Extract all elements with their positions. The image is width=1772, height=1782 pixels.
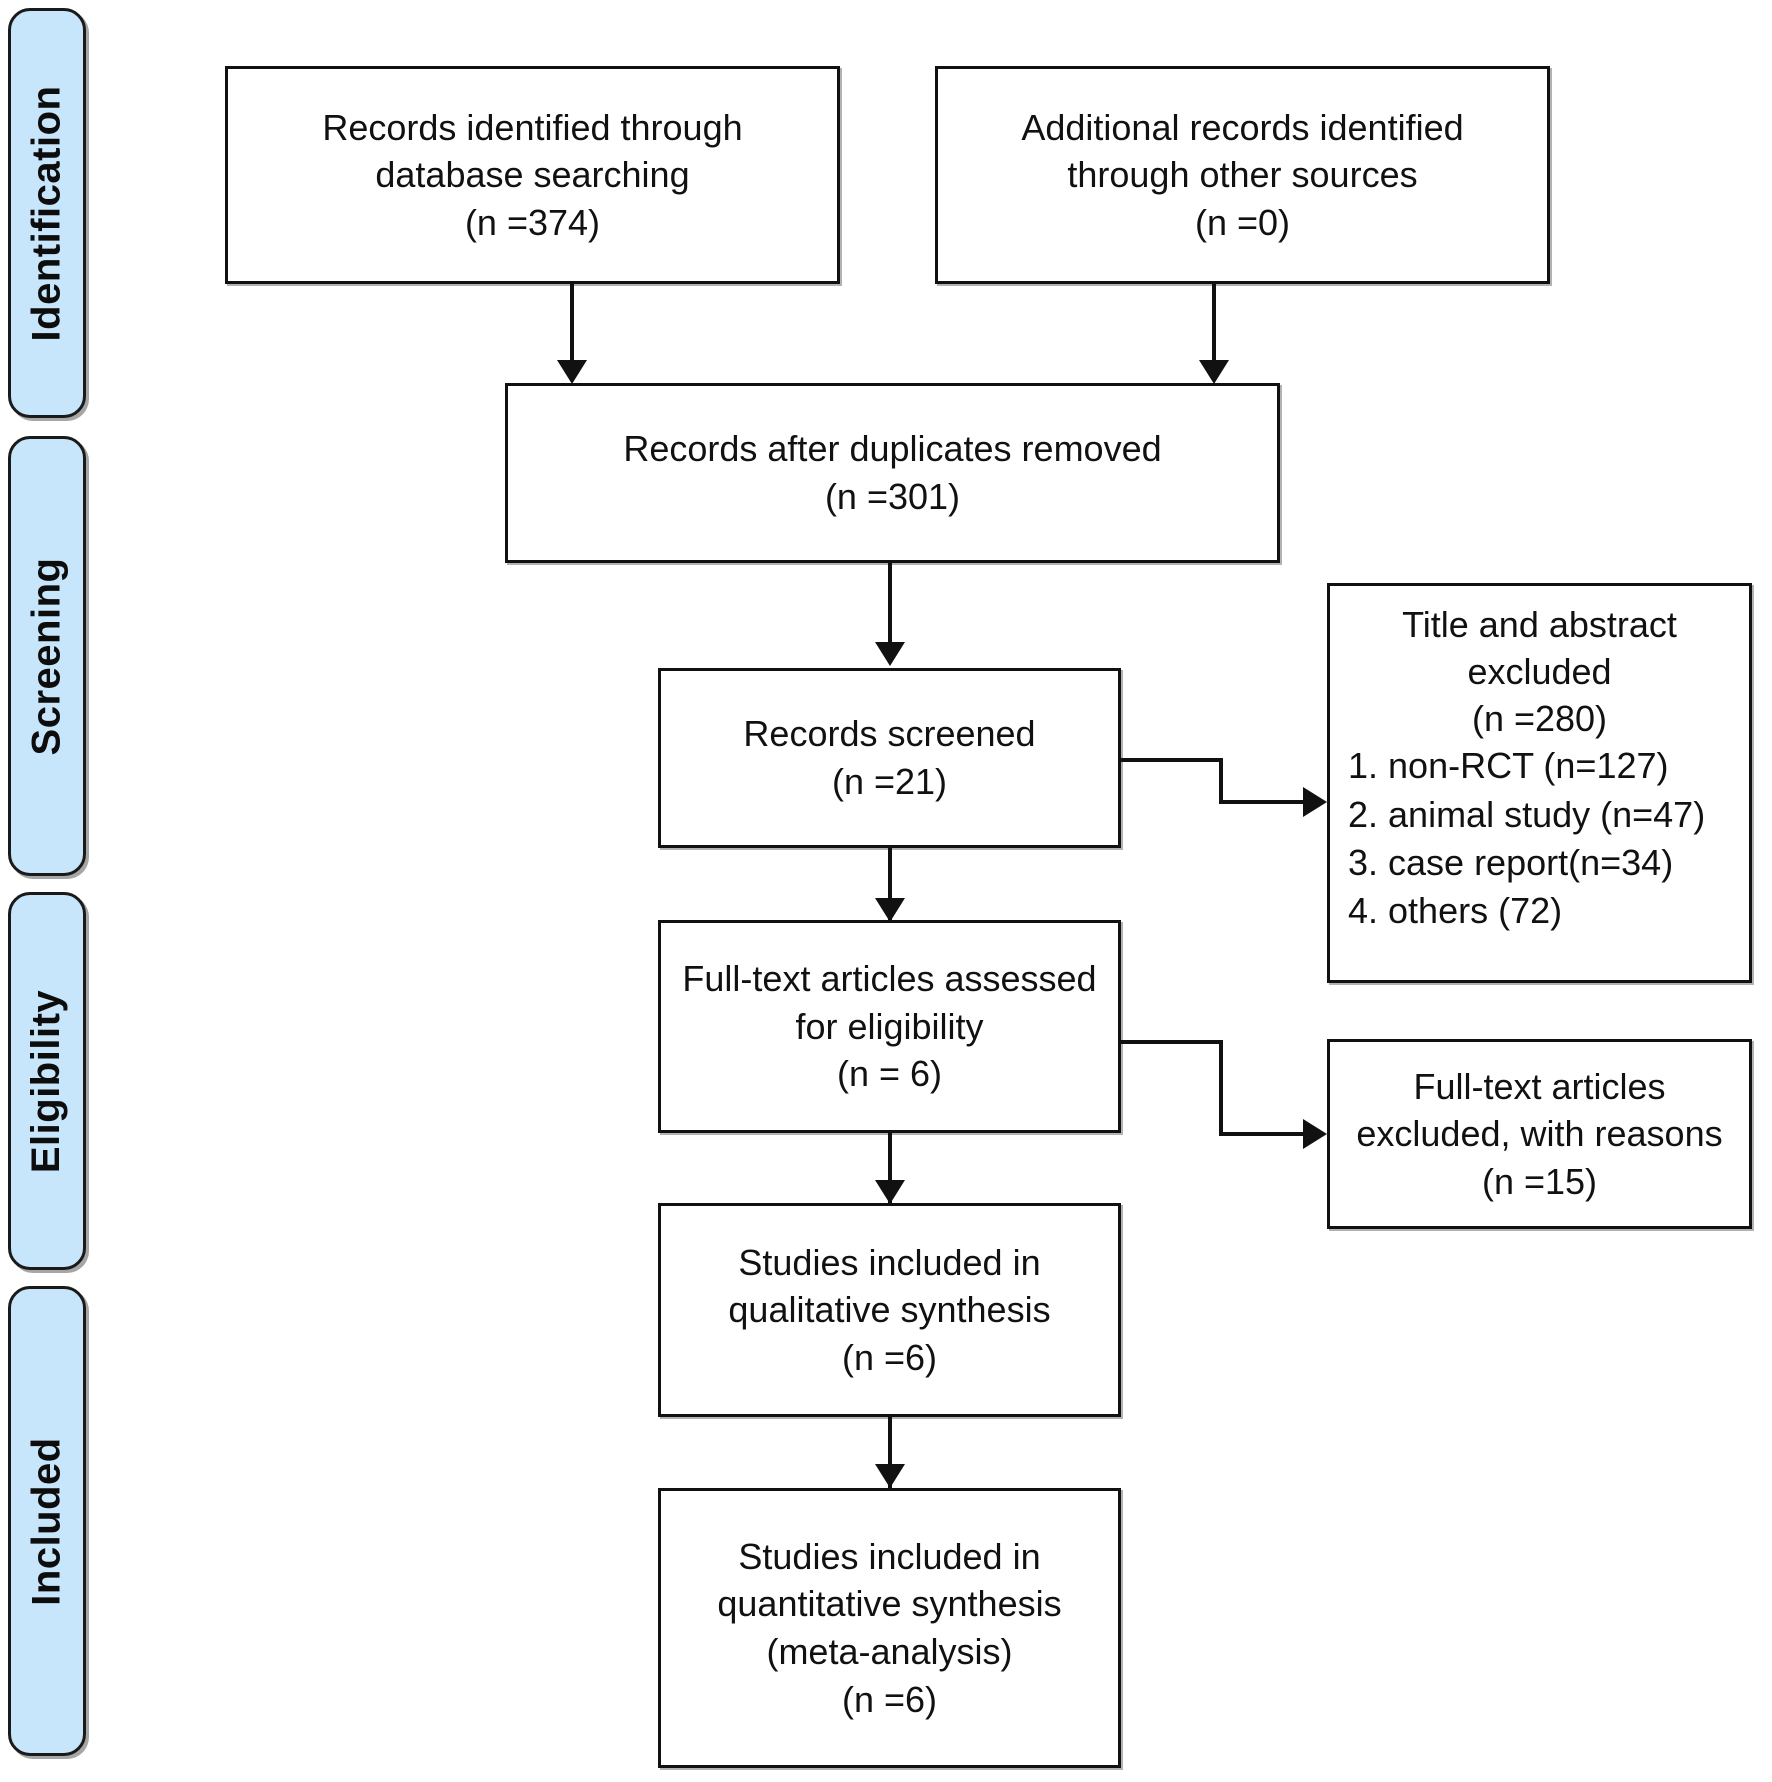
connector-qualitative-to-quantitative bbox=[888, 1417, 892, 1489]
box-qualitative-synthesis: Studies included in qualitative synthesi… bbox=[658, 1203, 1121, 1417]
box-records-screened-text: Records screened (n =21) bbox=[743, 713, 1036, 802]
connector-fulltext-to-excluded-seg2 bbox=[1219, 1040, 1223, 1136]
box-title-abstract-excluded: Title and abstract excluded (n =280) 1. … bbox=[1327, 583, 1752, 983]
arrow-other-to-duplicates bbox=[1199, 360, 1229, 384]
connector-screened-to-fulltext bbox=[888, 848, 892, 922]
arrow-fulltext-to-excluded bbox=[1303, 1119, 1327, 1149]
box-quantitative-synthesis-text: Studies included in quantitative synthes… bbox=[717, 1535, 1062, 1720]
box-records-after-duplicates-removed-text: Records after duplicates removed (n =301… bbox=[623, 428, 1162, 517]
connector-fulltext-to-qualitative bbox=[888, 1133, 892, 1205]
stage-label-identification: Identification bbox=[24, 85, 69, 341]
stage-bar-identification: Identification bbox=[8, 8, 86, 418]
stage-bar-screening: Screening bbox=[8, 436, 86, 876]
stage-bar-eligibility: Eligibility bbox=[8, 892, 86, 1270]
connector-fulltext-to-excluded-seg3 bbox=[1219, 1132, 1305, 1136]
box-additional-records-other-sources-text: Additional records identified through ot… bbox=[1021, 106, 1464, 243]
box-fulltext-excluded: Full-text articles excluded, with reason… bbox=[1327, 1039, 1752, 1229]
arrow-database-to-duplicates bbox=[557, 360, 587, 384]
box-records-after-duplicates-removed: Records after duplicates removed (n =301… bbox=[505, 383, 1280, 563]
connector-database-to-duplicates bbox=[570, 284, 574, 364]
exclusion-reason-item: 3. case report(n=34) bbox=[1348, 841, 1674, 883]
connector-duplicates-to-screened bbox=[888, 563, 892, 645]
connector-fulltext-to-excluded-seg1 bbox=[1121, 1040, 1223, 1044]
exclusion-reason-item: 4. others (72) bbox=[1348, 890, 1563, 932]
box-additional-records-other-sources: Additional records identified through ot… bbox=[935, 66, 1550, 284]
box-fulltext-assessed-text: Full-text articles assessed for eligibil… bbox=[682, 958, 1097, 1095]
arrow-duplicates-to-screened bbox=[875, 642, 905, 666]
stage-label-screening: Screening bbox=[24, 557, 69, 755]
stage-label-included: Included bbox=[24, 1436, 69, 1606]
box-fulltext-excluded-text: Full-text articles excluded, with reason… bbox=[1356, 1065, 1723, 1202]
box-records-screened: Records screened (n =21) bbox=[658, 668, 1121, 848]
arrow-screened-to-excluded bbox=[1303, 787, 1327, 817]
arrow-screened-to-fulltext bbox=[875, 898, 905, 922]
connector-screened-to-excluded-seg2 bbox=[1219, 758, 1223, 804]
exclusion-reason-item: 2. animal study (n=47) bbox=[1348, 793, 1706, 835]
stage-bar-included: Included bbox=[8, 1286, 86, 1756]
box-quantitative-synthesis: Studies included in quantitative synthes… bbox=[658, 1488, 1121, 1768]
box-qualitative-synthesis-text: Studies included in qualitative synthesi… bbox=[728, 1241, 1051, 1378]
box-records-identified-database-text: Records identified through database sear… bbox=[322, 106, 743, 243]
exclusion-reason-item: 1. non-RCT (n=127) bbox=[1348, 745, 1669, 787]
connector-other-to-duplicates bbox=[1212, 284, 1216, 364]
exclusion-reason-list: 1. non-RCT (n=127) 2. animal study (n=47… bbox=[1340, 742, 1739, 935]
connector-screened-to-excluded-seg1 bbox=[1121, 758, 1223, 762]
arrow-fulltext-to-qualitative bbox=[875, 1180, 905, 1204]
box-fulltext-assessed: Full-text articles assessed for eligibil… bbox=[658, 920, 1121, 1133]
stage-label-eligibility: Eligibility bbox=[24, 989, 69, 1173]
box-title-abstract-excluded-heading: Title and abstract excluded (n =280) bbox=[1402, 604, 1677, 739]
connector-screened-to-excluded-seg3 bbox=[1219, 800, 1305, 804]
box-records-identified-database: Records identified through database sear… bbox=[225, 66, 840, 284]
arrow-qualitative-to-quantitative bbox=[875, 1464, 905, 1488]
